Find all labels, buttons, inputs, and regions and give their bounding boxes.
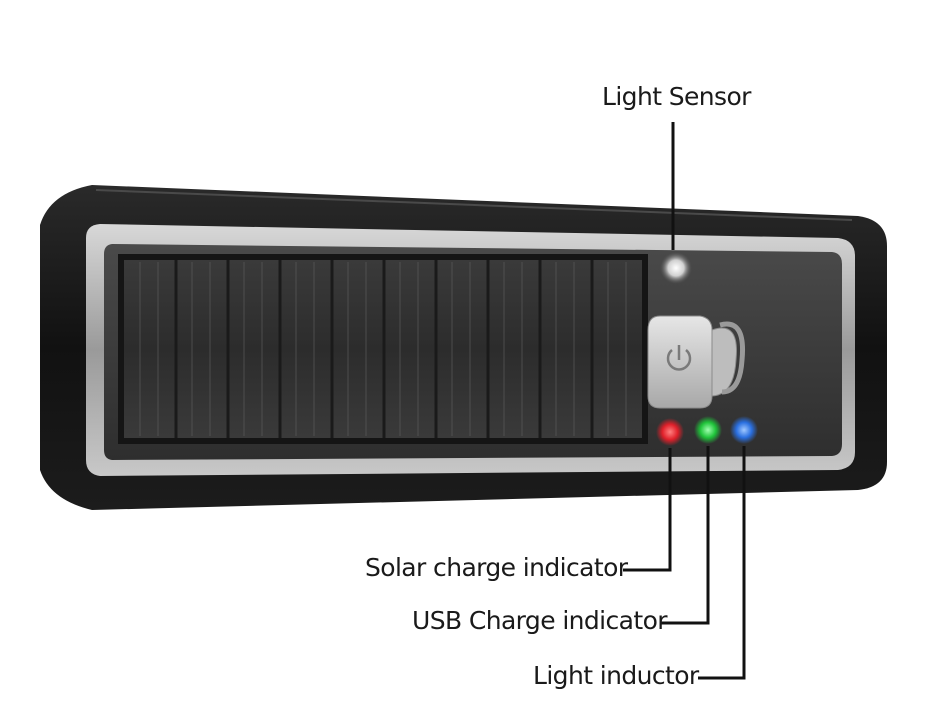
usb-charge-indicator-label: USB Charge indicator [412,606,668,635]
light-sensor [660,252,692,284]
light-sensor-label: Light Sensor [602,82,751,111]
power-button[interactable] [647,315,746,409]
usb-charge-led [694,416,722,444]
solar-charge-led [656,418,684,446]
solar-charge-indicator-label: Solar charge indicator [365,553,628,582]
solar-charge-leader [623,448,672,572]
light-inductor-label: Light inductor [533,661,699,690]
light-inductor-leader [698,446,746,680]
power-icon [666,345,692,371]
light-inductor-led [730,416,758,444]
solar-panel [118,254,648,444]
usb-charge-leader [660,446,710,625]
